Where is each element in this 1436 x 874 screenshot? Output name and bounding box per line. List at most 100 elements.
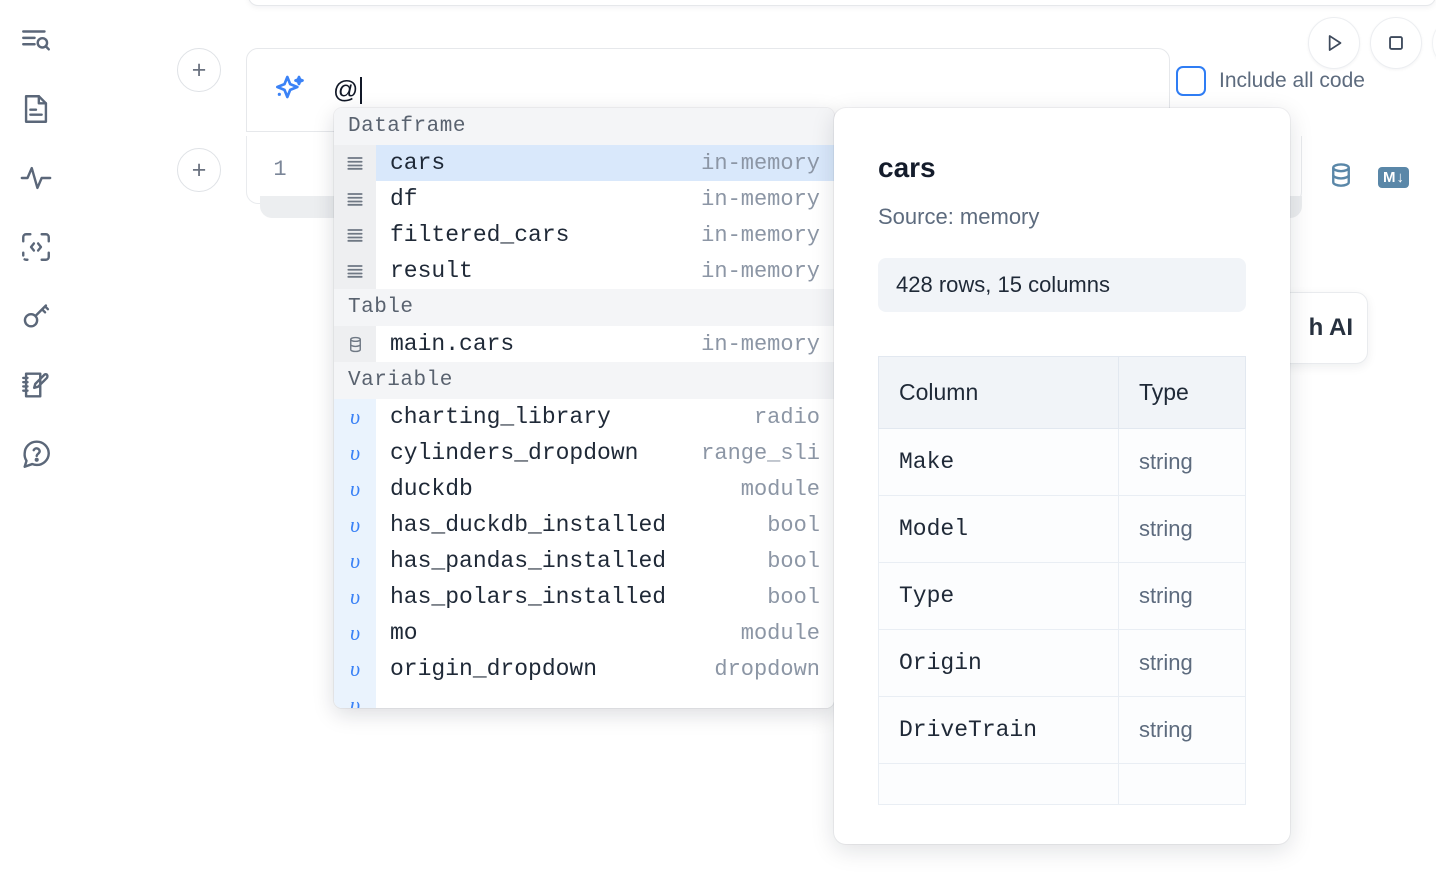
schema-column-name: [878, 763, 1119, 805]
autocomplete-item-name: df: [390, 186, 418, 212]
variable-icon: υ: [334, 435, 376, 471]
autocomplete-item-type: radio: [753, 404, 820, 430]
markdown-icon[interactable]: M↓: [1378, 167, 1409, 188]
autocomplete-item[interactable]: result in-memory: [334, 253, 834, 289]
markdown-badge-letter: M: [1383, 169, 1396, 186]
autocomplete-item-name: has_polars_installed: [390, 584, 667, 610]
autocomplete-item-name: filtered_cars: [390, 222, 570, 248]
autocomplete-item-type: bool: [767, 512, 820, 538]
autocomplete-item-body: main.cars in-memory: [376, 326, 834, 362]
schema-header-row: Column Type: [878, 356, 1247, 429]
autocomplete-item-clipped[interactable]: υ: [334, 687, 834, 708]
explore-outline-icon[interactable]: [14, 18, 58, 62]
cell-run-controls: [1308, 17, 1436, 69]
sidebar-rail: [0, 0, 72, 874]
ai-prompt-input[interactable]: @: [309, 49, 1169, 131]
info-panel-source: Source: memory: [878, 204, 1040, 229]
schema-header-type: Type: [1117, 356, 1247, 429]
scratchpad-icon[interactable]: [14, 363, 58, 407]
autocomplete-item-name: mo: [390, 620, 418, 646]
text-caret: [359, 76, 362, 104]
variable-icon: υ: [334, 579, 376, 615]
autocomplete-item[interactable]: main.cars in-memory: [334, 326, 834, 362]
run-button[interactable]: [1308, 17, 1360, 69]
dataframe-icon: [334, 181, 376, 217]
autocomplete-item-name: result: [390, 258, 473, 284]
more-actions-button[interactable]: [1432, 17, 1436, 69]
autocomplete-item[interactable]: filtered_cars in-memory: [334, 217, 834, 253]
autocomplete-item-type: in-memory: [701, 258, 820, 284]
key-icon[interactable]: [14, 294, 58, 338]
autocomplete-item-type: bool: [767, 548, 820, 574]
previous-cell-edge: [248, 0, 1436, 6]
add-cell-below-button[interactable]: +: [177, 148, 221, 192]
code-cell-tools: M↓: [1326, 160, 1409, 195]
add-cell-above-button[interactable]: +: [177, 48, 221, 92]
autocomplete-item-body: has_pandas_installed bool: [376, 543, 834, 579]
sparkle-icon: [269, 70, 309, 110]
autocomplete-item[interactable]: υ has_polars_installed bool: [334, 579, 834, 615]
autocomplete-item-type: in-memory: [701, 222, 820, 248]
activity-icon[interactable]: [14, 156, 58, 200]
autocomplete-item-name: has_pandas_installed: [390, 548, 667, 574]
autocomplete-item-body: filtered_cars in-memory: [376, 217, 834, 253]
schema-column-type: string: [1117, 696, 1247, 764]
autocomplete-item-type: in-memory: [701, 150, 820, 176]
info-panel-stats: 428 rows, 15 columns: [878, 258, 1246, 312]
schema-column-type: string: [1117, 562, 1247, 630]
autocomplete-item-name: origin_dropdown: [390, 656, 598, 682]
autocomplete-item-name: charting_library: [390, 404, 611, 430]
autocomplete-item-type: range_sli: [701, 440, 820, 466]
dataframe-info-panel: cars Source: memory 428 rows, 15 columns…: [834, 108, 1290, 844]
include-all-code-checkbox[interactable]: [1176, 66, 1206, 96]
stop-button[interactable]: [1370, 17, 1422, 69]
help-chat-icon[interactable]: [14, 432, 58, 476]
variable-icon: υ: [334, 507, 376, 543]
schema-row-clipped: [878, 763, 1247, 805]
info-panel-title: cars: [878, 152, 936, 183]
schema-header-column: Column: [878, 356, 1119, 429]
autocomplete-item-type: in-memory: [701, 331, 820, 357]
autocomplete-group-header: Table: [334, 289, 834, 326]
include-all-code-label: Include all code: [1219, 69, 1365, 92]
autocomplete-group-header: Dataframe: [334, 108, 834, 145]
autocomplete-item-type: in-memory: [701, 186, 820, 212]
autocomplete-item-name: main.cars: [390, 331, 515, 357]
include-all-code-toggle[interactable]: Include all code: [1176, 66, 1365, 96]
dataframe-icon: [334, 145, 376, 181]
schema-column-type: string: [1117, 629, 1247, 697]
schema-column-type: [1117, 763, 1247, 805]
schema-column-name: DriveTrain: [878, 696, 1119, 764]
autocomplete-item-body: result in-memory: [376, 253, 834, 289]
schema-column-name: Model: [878, 495, 1119, 563]
database-icon[interactable]: [1326, 160, 1356, 195]
file-text-icon[interactable]: [14, 87, 58, 131]
autocomplete-item-body: [376, 687, 834, 708]
autocomplete-item-body: has_polars_installed bool: [376, 579, 834, 615]
autocomplete-item[interactable]: df in-memory: [334, 181, 834, 217]
autocomplete-item-type: bool: [767, 584, 820, 610]
code-snippet-icon[interactable]: [14, 225, 58, 269]
